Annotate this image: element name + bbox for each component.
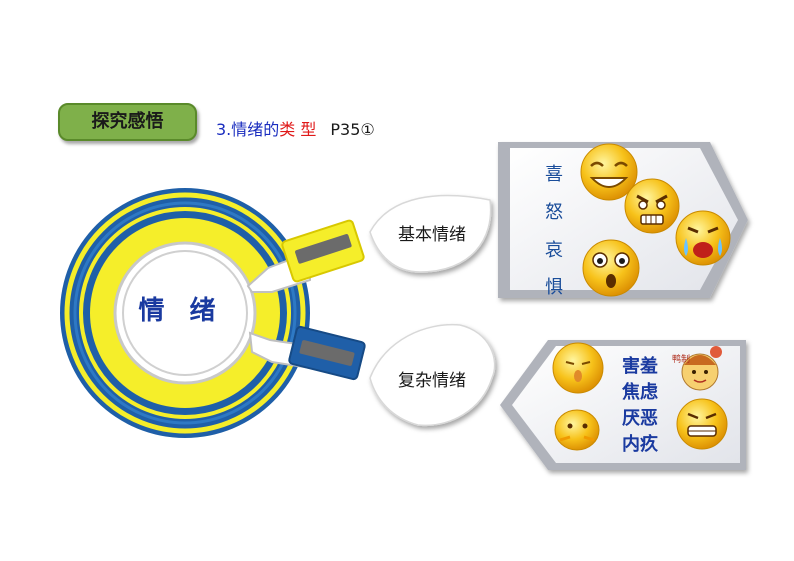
happy-emoji-icon bbox=[580, 143, 638, 201]
complex-item-disgust: 厌恶 bbox=[622, 408, 658, 429]
complex-item-anxiety: 焦虑 bbox=[622, 382, 658, 403]
basic-emotion-label: 基本情绪 bbox=[398, 225, 466, 245]
angry-emoji-icon bbox=[624, 178, 680, 234]
lower-handle bbox=[248, 325, 366, 381]
complex-emotion-leaf bbox=[369, 323, 496, 427]
basic-item-fear: 惧 bbox=[545, 277, 563, 298]
upper-handle bbox=[246, 219, 365, 293]
basic-item-anger: 怒 bbox=[545, 202, 563, 223]
heading-prefix: 3.情绪的 bbox=[216, 120, 280, 139]
grimace-emoji-icon bbox=[676, 398, 728, 450]
cartoon-character-icon bbox=[681, 346, 722, 391]
complex-item-shy: 害羞 bbox=[622, 356, 658, 377]
complex-emotion-label: 复杂情绪 bbox=[398, 371, 466, 391]
basic-item-joy: 喜 bbox=[545, 164, 563, 185]
central-ring bbox=[60, 188, 310, 438]
heading-highlight: 类 型 bbox=[279, 120, 317, 139]
section-tag: 探究感悟 bbox=[58, 103, 197, 141]
fear-emoji-icon bbox=[582, 239, 640, 297]
crying-emoji-icon bbox=[675, 210, 731, 266]
basic-emotion-leaf bbox=[369, 194, 492, 273]
shy-emoji-icon bbox=[552, 342, 604, 394]
complex-item-guilt: 内疚 bbox=[622, 434, 658, 455]
basic-item-sorrow: 哀 bbox=[545, 240, 563, 261]
section-tag-label: 探究感悟 bbox=[91, 111, 164, 132]
center-label: 情 绪 bbox=[138, 296, 224, 326]
heading: 3.情绪的类 型 P35① bbox=[216, 116, 375, 140]
sticker-text: 鸭制 bbox=[672, 355, 691, 365]
chick-emoji-icon bbox=[554, 409, 600, 451]
heading-page-ref: P35① bbox=[330, 120, 375, 139]
